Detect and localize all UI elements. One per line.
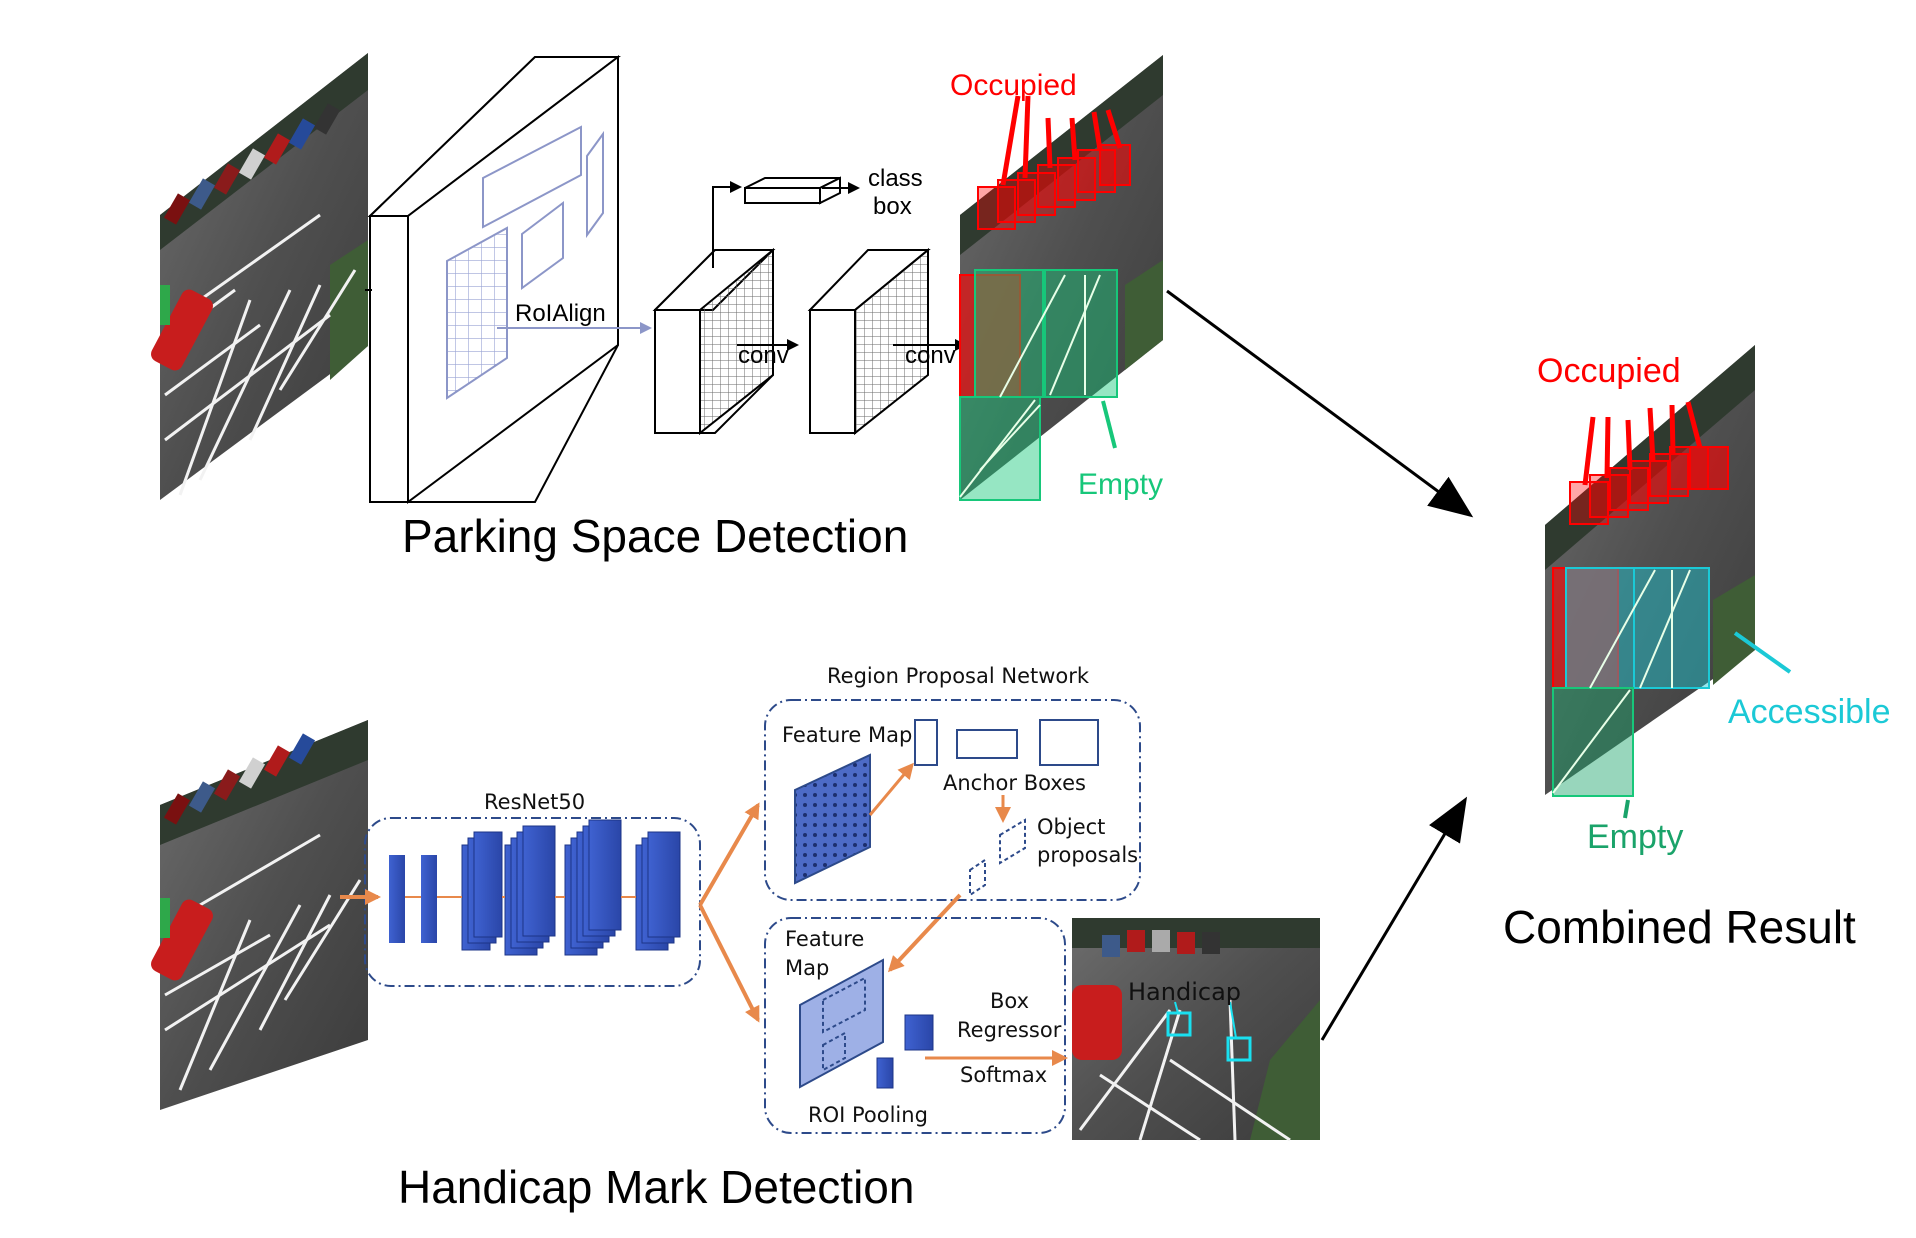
handicap-label: Handicap	[1128, 978, 1241, 1006]
resnet-stage-blocks	[461, 819, 681, 956]
combined-occupied-label: Occupied	[1537, 352, 1681, 390]
anchor-boxes-label: Anchor Boxes	[943, 771, 1086, 795]
handicap-box-2	[1226, 1036, 1252, 1062]
rpn-title: Region Proposal Network	[827, 664, 1090, 688]
parked-cars	[151, 103, 341, 371]
roi-pooling-label: ROI Pooling	[808, 1103, 928, 1127]
arrow-bottom-to-combined	[1320, 796, 1468, 1041]
region-proposal-network: Region Proposal Network Feature Map Anch…	[764, 664, 1141, 901]
handicap-box-1	[1166, 1011, 1192, 1037]
top-occupied-boxes	[959, 144, 1131, 398]
roi-align-label: RoIAlign	[515, 300, 606, 327]
resnet50-backbone: ResNet50	[340, 790, 701, 987]
object-proposals	[969, 818, 1026, 897]
conv-block-1	[652, 247, 776, 436]
box-label-bottom: Box	[990, 989, 1029, 1013]
backbone-feature-block	[367, 54, 621, 504]
arrow-top-to-combined	[1166, 289, 1474, 518]
roi-grid	[446, 226, 508, 400]
classification-head: class box	[712, 165, 923, 268]
pooled-feature-2	[904, 1014, 934, 1051]
top-row-connections: RoIAlign	[365, 289, 652, 334]
rpn-feature-map-label: Feature Map	[782, 723, 912, 747]
class-label: class	[868, 165, 923, 192]
pooled-feature-1	[876, 1057, 894, 1089]
conv-label-1: conv	[738, 342, 789, 369]
roi-pooling-panel: Feature Map Box Regressor Softmax ROI Po…	[764, 893, 1068, 1134]
combined-occupied-leaders	[1582, 401, 1703, 486]
resnet-branches	[698, 802, 760, 1023]
combined-caption: Combined Result	[1503, 901, 1856, 953]
top-empty-label: Empty	[1078, 468, 1163, 501]
roi-feature-label: Feature	[785, 927, 864, 951]
roi-feature-map	[799, 958, 884, 1089]
proposals-label: proposals	[1037, 843, 1138, 867]
resnet-title: ResNet50	[484, 790, 585, 814]
conv-block-2: conv conv	[737, 247, 967, 436]
combined-empty-boxes	[1552, 687, 1634, 797]
top-caption: Parking Space Detection	[402, 510, 908, 562]
top-occupied-label: Occupied	[950, 69, 1077, 102]
top-occupied-leaders	[1000, 95, 1123, 186]
combined-result-photo: Occupied Accessible Empty	[1537, 345, 1891, 856]
bottom-input-photo	[151, 720, 368, 1110]
top-input-photo	[151, 53, 368, 500]
combined-accessible-boxes	[1565, 567, 1710, 689]
object-label: Object	[1037, 815, 1105, 839]
rpn-feature-map	[794, 753, 871, 885]
roi-map-label: Map	[785, 956, 829, 980]
bottom-caption: Handicap Mark Detection	[398, 1161, 914, 1213]
conv-label-2: conv	[905, 342, 956, 369]
anchor-boxes	[914, 719, 1099, 766]
top-result-photo: Occupied Empty	[950, 55, 1163, 501]
combined-empty-label: Empty	[1587, 818, 1683, 856]
combined-accessible-label: Accessible	[1728, 693, 1891, 731]
box-label: box	[873, 193, 912, 220]
handicap-result-photo: Handicap	[1072, 918, 1320, 1142]
softmax-label: Softmax	[960, 1063, 1047, 1087]
regressor-label: Regressor	[957, 1018, 1062, 1042]
